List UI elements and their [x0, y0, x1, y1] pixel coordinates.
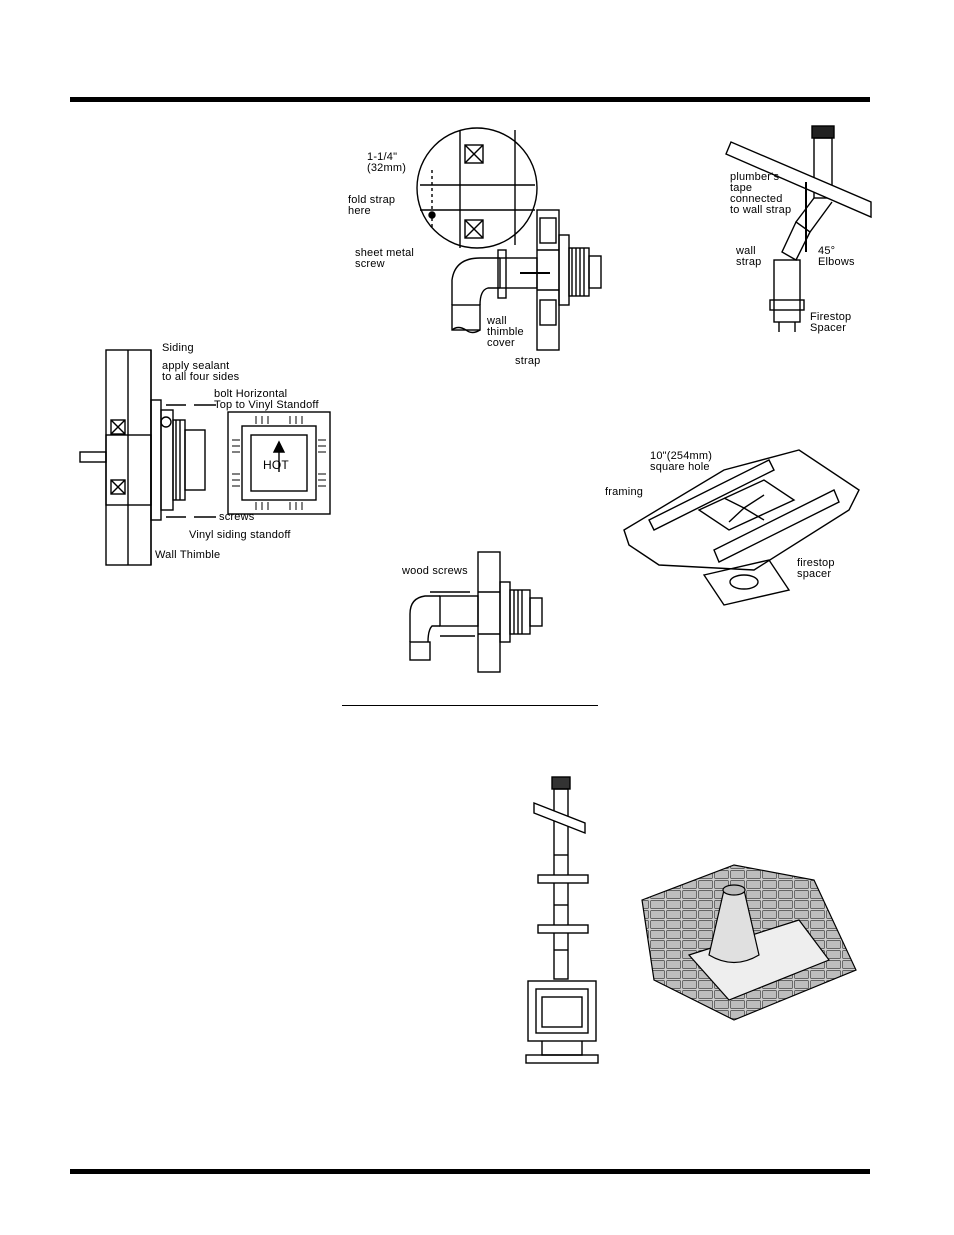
wood-screws-drawing: [409, 551, 543, 673]
wall-strap-figure: plumber's tape connected to wall strap w…: [725, 122, 876, 342]
firestop-figure: 10"(254mm) square hole framing firestop …: [604, 440, 869, 620]
wall-thimble-cover-label: wall thimble cover: [487, 315, 524, 349]
roof-flashing-figure: [634, 860, 859, 1025]
strap-label: strap: [515, 355, 541, 367]
firestop-spacer-label: Firestop Spacer: [810, 311, 852, 334]
wood-screws-label: wood screws: [402, 565, 468, 577]
framing-label: framing: [605, 486, 644, 498]
hot-label: HOT: [263, 458, 289, 472]
wood-screws-figure: wood screws: [400, 551, 560, 677]
wall-thimble-label: Wall Thimble: [155, 549, 221, 561]
apply-sealant-label: apply sealant to all four sides: [162, 360, 240, 383]
top-rule: [70, 97, 870, 102]
plumbers-tape-label: plumber's tape connected to wall strap: [730, 171, 792, 216]
elbows-label: 45° Elbows: [818, 245, 855, 268]
strap-detail-figure: 1-1/4" (32mm) fold strap here sheet meta…: [340, 127, 610, 370]
firestop-spacer-label-2: firestop spacer: [797, 557, 835, 580]
stove-chimney-drawing: [525, 776, 599, 1064]
dimension-label: 1-1/4" (32mm): [367, 151, 407, 174]
vinyl-siding-standoff-label: Vinyl siding standoff: [189, 529, 291, 541]
firestop-drawing: [623, 449, 860, 606]
bolt-horizontal-label: bolt Horizontal Top to Vinyl Standoff: [214, 388, 319, 411]
siding-label: Siding: [162, 342, 194, 354]
section-divider: [342, 705, 598, 706]
wall-strap-label: wall strap: [736, 245, 762, 268]
sheet-metal-screw-label: sheet metal screw: [355, 247, 415, 270]
square-hole-label: 10"(254mm) square hole: [650, 450, 713, 473]
fold-strap-label: fold strap here: [348, 194, 396, 217]
roof-flashing-drawing: [641, 864, 857, 1021]
strap-detail-drawing: [416, 127, 602, 351]
bottom-rule: [70, 1169, 870, 1174]
vinyl-siding-drawing: [79, 349, 331, 566]
stove-chimney-figure: [520, 775, 600, 1070]
screws-label: screws: [219, 511, 255, 523]
vinyl-siding-figure: Siding apply sealant to all four sides b…: [76, 340, 341, 570]
wall-strap-drawing: [725, 125, 872, 332]
